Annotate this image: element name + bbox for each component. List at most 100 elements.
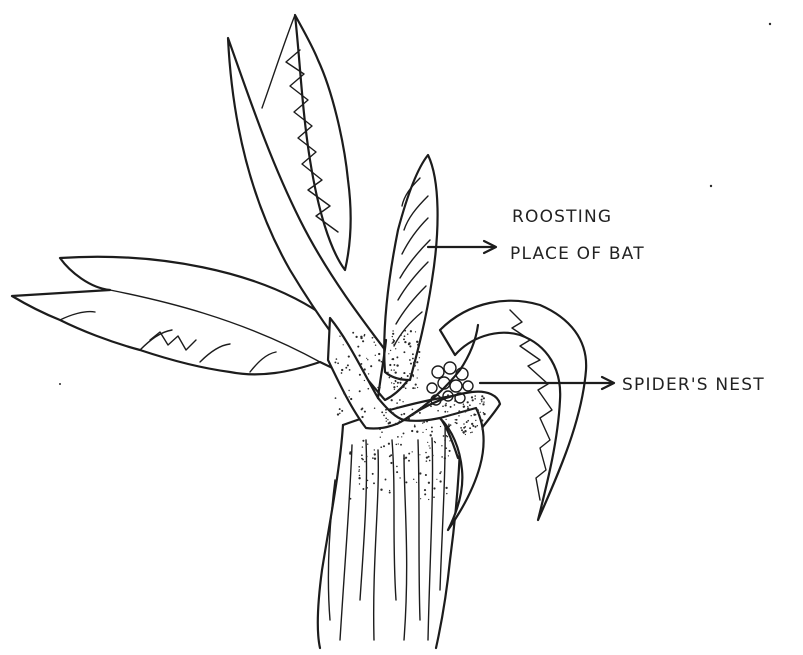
stipple-dot	[427, 442, 428, 443]
stipple-dot	[433, 496, 435, 498]
stipple-dot	[395, 380, 397, 382]
stipple-dot	[349, 396, 350, 397]
stipple-dot	[417, 387, 418, 388]
stipple-dot	[463, 427, 465, 429]
stipple-dot	[415, 331, 416, 332]
stipple-dot	[483, 413, 485, 415]
stipple-dot	[364, 411, 366, 413]
stipple-dot	[392, 330, 393, 331]
stipple-dot	[443, 435, 445, 437]
stipple-dot	[413, 479, 414, 480]
stipple-dot	[396, 444, 398, 446]
stipple-dot	[389, 455, 391, 457]
stipple-dot	[385, 412, 386, 413]
stipple-dot	[447, 394, 449, 396]
stipple-dot	[467, 401, 469, 403]
stipple-dot	[358, 470, 359, 471]
stipple-dot	[400, 444, 402, 446]
stipple-dot	[366, 456, 368, 458]
stipple-dot	[399, 382, 401, 384]
stipple-dot	[383, 415, 385, 417]
stipple-dot	[460, 427, 462, 429]
stipple-dot	[389, 408, 391, 410]
stipple-dot	[339, 331, 341, 333]
stipple-dot	[359, 483, 360, 484]
stipple-dot	[419, 412, 421, 414]
stipple-dot	[482, 403, 484, 405]
stipple-dot	[368, 373, 369, 374]
stipple-dot	[413, 376, 414, 377]
stipple-dot	[379, 428, 381, 430]
stipple-dot	[335, 397, 337, 399]
stipple-dot	[378, 353, 380, 355]
stipple-dot	[428, 482, 430, 484]
stipple-dot	[404, 341, 406, 343]
stipple-dot	[364, 380, 365, 381]
stipple-dot	[454, 404, 456, 406]
stipple-dot	[429, 460, 431, 462]
stipple-dot	[445, 403, 447, 405]
stipple-dot	[355, 336, 357, 338]
stipple-dot	[366, 487, 368, 489]
stipple-dot	[393, 340, 395, 342]
stipple-dot	[349, 369, 351, 371]
stipple-dot	[393, 344, 395, 346]
stipple-dot	[364, 368, 366, 370]
stipple-dot	[412, 409, 414, 411]
stipple-dot	[374, 453, 376, 455]
stipple-dot	[389, 422, 391, 424]
stipple-dot	[359, 374, 361, 376]
stipple-dot	[419, 454, 420, 455]
stipple-dot	[336, 358, 338, 360]
stipple-dot	[372, 457, 374, 459]
stem	[318, 395, 461, 648]
stipple-dot	[405, 457, 407, 459]
stipple-dot	[462, 431, 464, 433]
stipple-dot	[341, 372, 343, 374]
stipple-dot	[448, 431, 450, 433]
stipple-dot	[473, 414, 475, 416]
stipple-dot	[372, 473, 374, 475]
stipple-dot	[374, 408, 375, 409]
stipple-dot	[359, 390, 361, 392]
label-roosting-line2: PLACE OF BAT	[510, 244, 645, 264]
stipple-dot	[445, 426, 446, 427]
stipple-dot	[414, 365, 416, 367]
stipple-dot	[467, 406, 468, 407]
stipple-dot	[359, 469, 360, 470]
stipple-dot	[396, 466, 398, 468]
stipple-dot	[350, 398, 352, 400]
stipple-dot	[412, 387, 414, 389]
stipple-dot	[474, 426, 476, 428]
stipple-dot	[367, 444, 368, 445]
stipple-dot	[348, 390, 349, 391]
stipple-dot	[403, 432, 405, 434]
stipple-dot	[407, 333, 409, 335]
stipple-dot	[395, 371, 397, 373]
stipple-dot	[429, 447, 430, 448]
stipple-dot	[362, 340, 364, 342]
stipple-dot	[399, 477, 400, 478]
stipple-dot	[397, 386, 398, 387]
stipple-dot	[467, 420, 469, 422]
stipple-dot	[469, 427, 471, 429]
stipple-dot	[348, 356, 350, 358]
stipple-dot	[431, 431, 433, 433]
stipple-dot	[378, 359, 380, 361]
stipple-dot	[445, 487, 447, 489]
stipple-dot	[411, 414, 413, 416]
stipple-dot	[394, 389, 395, 390]
stipple-dot	[387, 419, 388, 420]
arrow-spider-nest	[480, 377, 614, 389]
stipple-dot	[389, 490, 390, 491]
stipple-dot	[392, 376, 393, 377]
stipple-dot	[431, 426, 433, 428]
stipple-dot	[347, 364, 349, 366]
stipple-dot	[403, 338, 405, 340]
stipple-dot	[362, 488, 364, 490]
stipple-dot	[408, 418, 410, 420]
stipple-dot	[339, 408, 341, 410]
stipple-dot	[402, 401, 403, 402]
stipple-dot	[422, 422, 423, 423]
stipple-dot	[414, 387, 416, 389]
